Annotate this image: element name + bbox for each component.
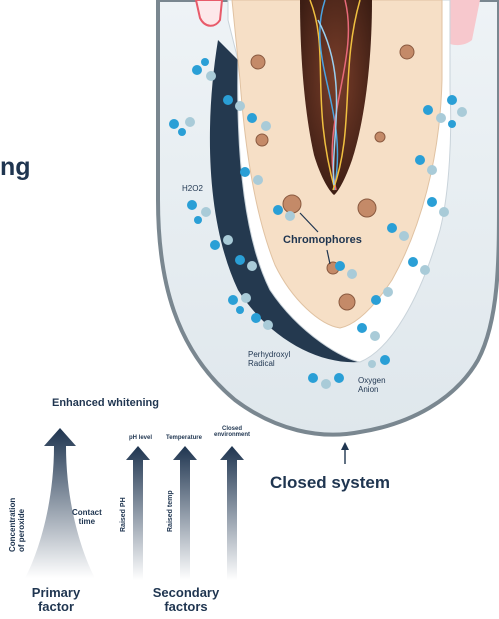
primary-factor-label: Primary factor	[20, 586, 92, 614]
concentration-label: Concentration of peroxide	[8, 498, 26, 552]
raised-temp-label: Raised temp	[167, 490, 174, 532]
raised-ph-label: Raised PH	[120, 497, 127, 532]
ph-level-label: pH level	[129, 435, 152, 441]
enhanced-whitening-label: Enhanced whitening	[52, 397, 159, 409]
h2o2-label: H2O2	[182, 184, 203, 193]
oxygen-anion-label: Oxygen Anion	[358, 376, 386, 394]
secondary-factors-label: Secondary factors	[140, 586, 232, 614]
closed-environment-label: Closed environment	[208, 426, 256, 438]
contact-time-label: Contact time	[72, 508, 102, 526]
secondary-arrows	[126, 446, 244, 580]
temperature-label: Temperature	[166, 435, 202, 441]
perhydroxyl-label: Perhydroxyl Radical	[248, 350, 290, 368]
closed-system-label: Closed system	[270, 473, 390, 493]
primary-arrow	[25, 428, 95, 578]
chromophores-label: Chromophores	[283, 234, 362, 246]
